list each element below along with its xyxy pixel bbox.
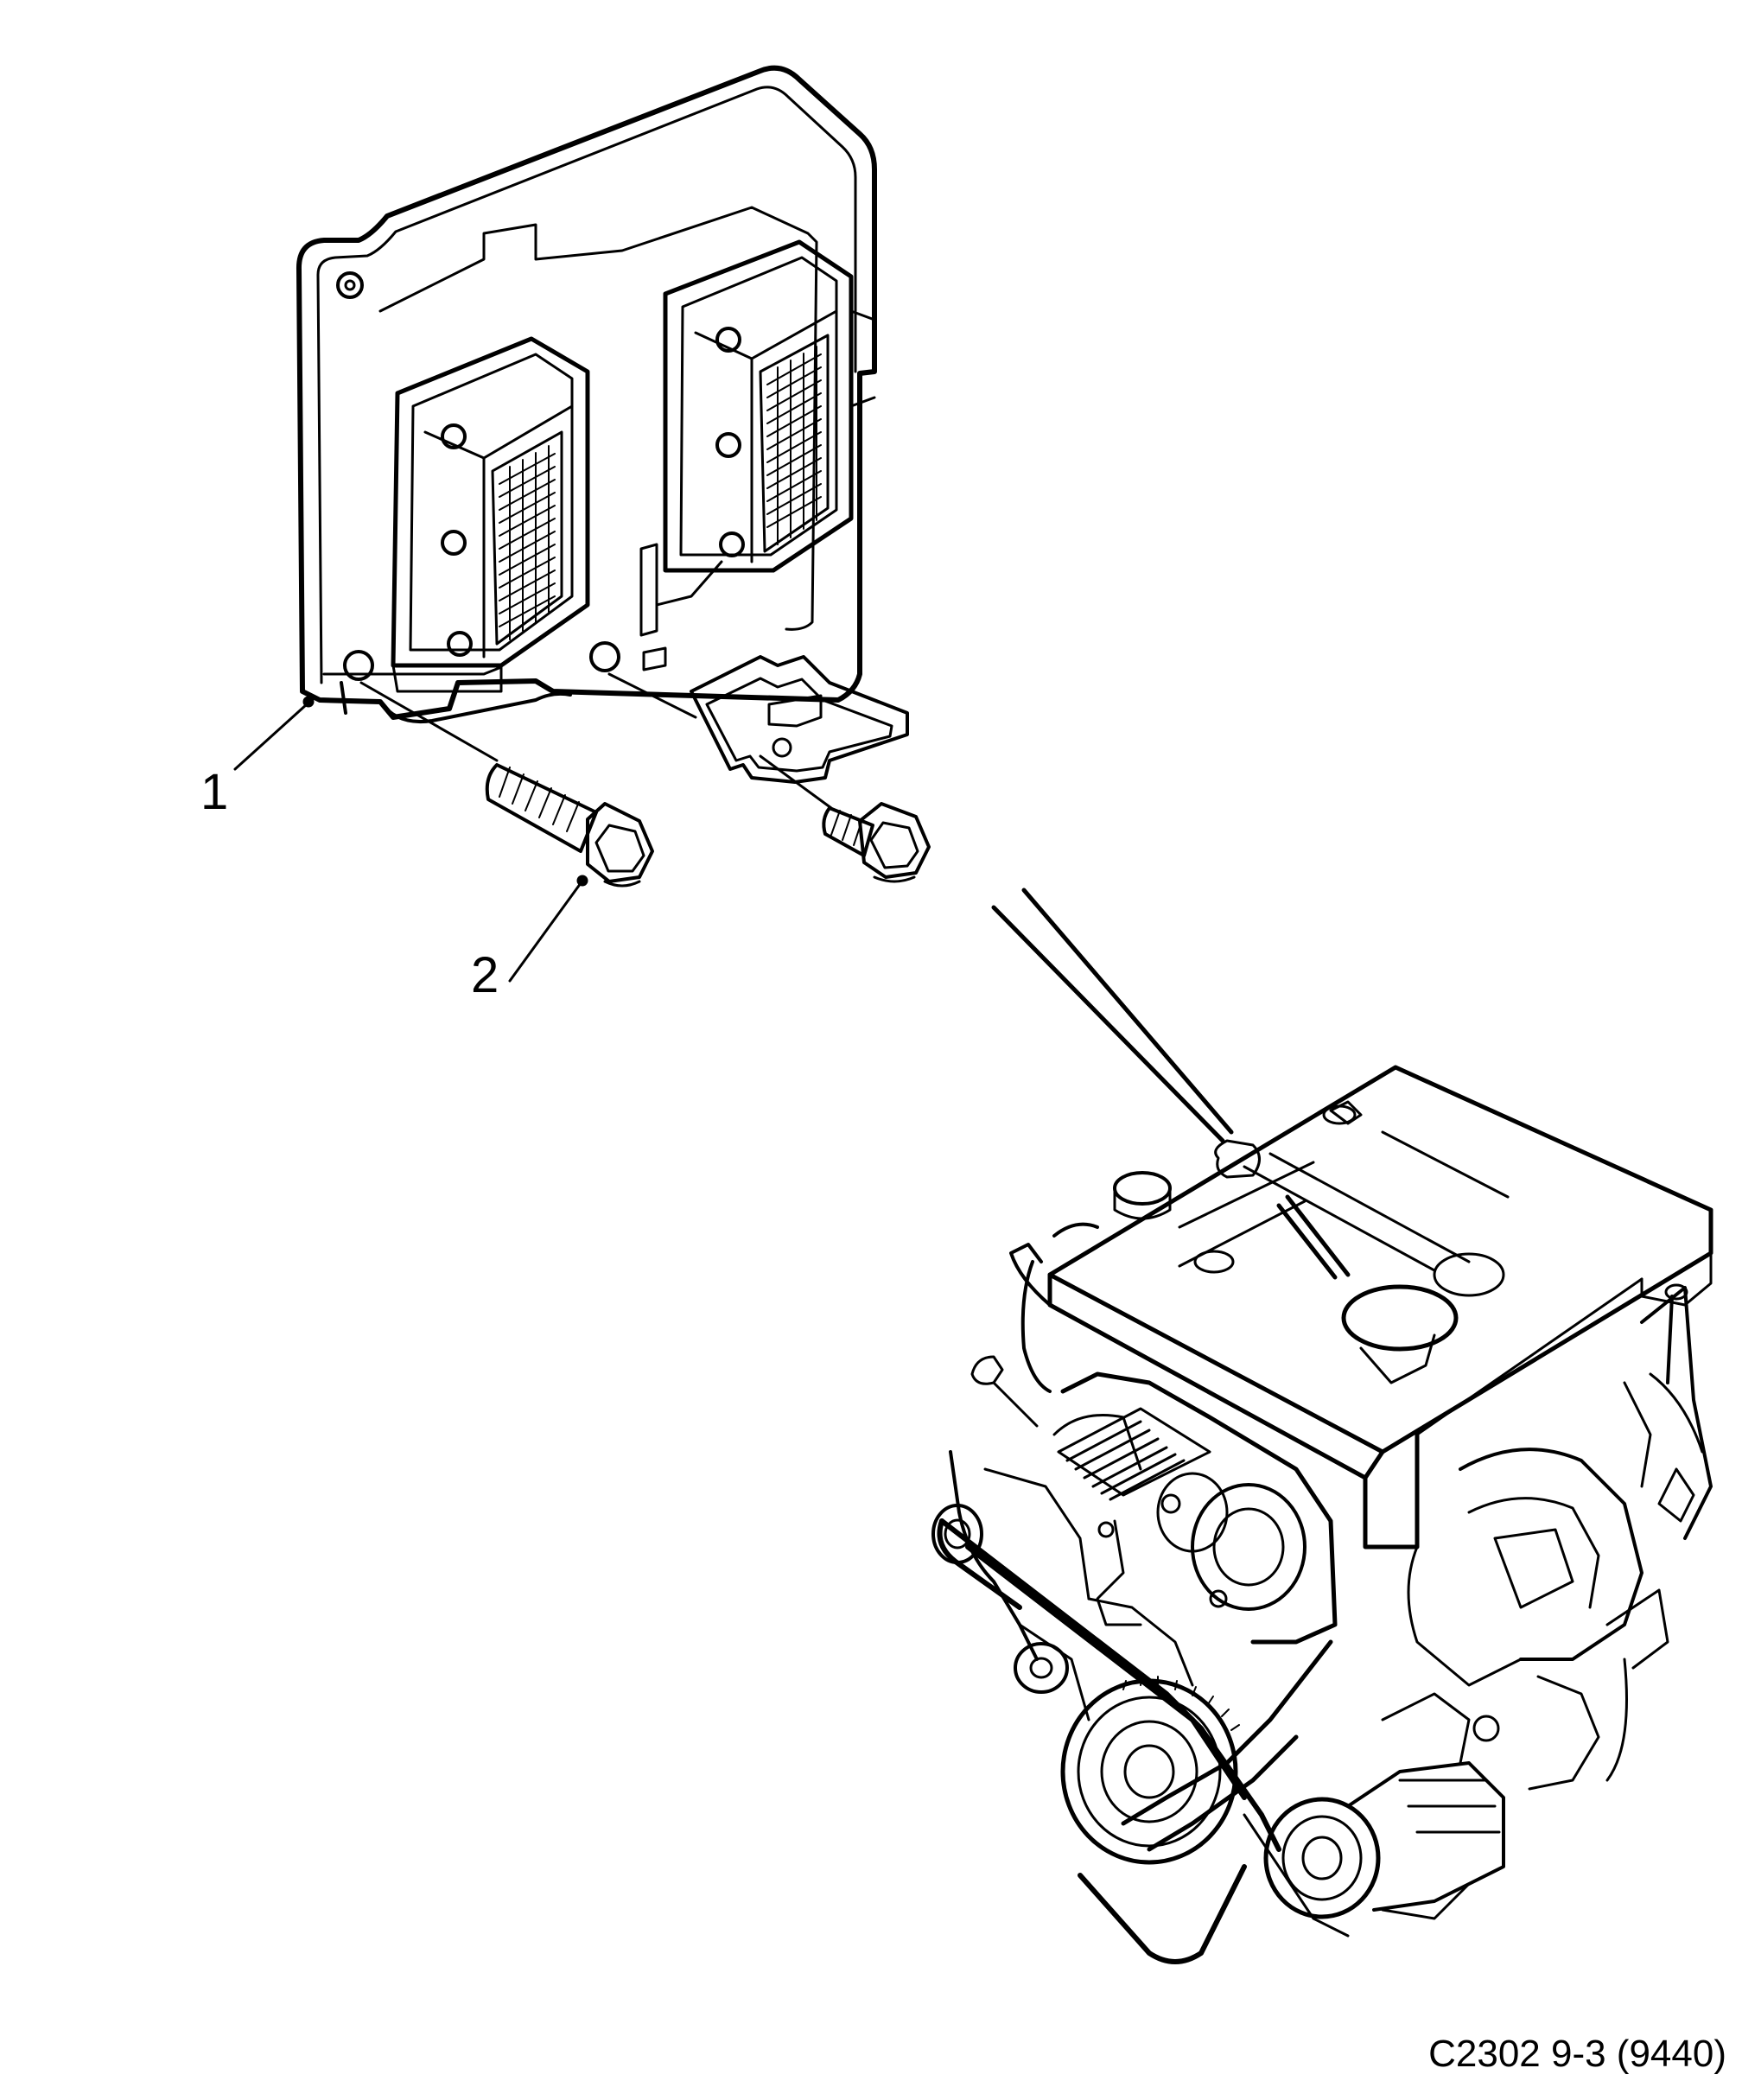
mounting-bolt-long	[485, 763, 654, 888]
location-pointer-lines	[991, 888, 1351, 1280]
crankshaft-pulley	[1060, 1676, 1240, 1865]
compressor-pulley	[1263, 1797, 1381, 1919]
engine-assembly	[931, 1065, 1713, 1964]
figure-caption: C2302 9-3 (9440)	[1428, 2033, 1726, 2075]
callout-number-2: 2	[471, 947, 499, 1003]
ecu-module	[296, 65, 877, 723]
accessory-belt	[937, 1518, 1333, 1964]
right-connector	[663, 239, 876, 573]
mounting-bolt-short	[822, 802, 931, 883]
assembly-guide-lines	[359, 672, 833, 810]
mounting-bracket	[690, 655, 909, 784]
callout-number-1: 1	[200, 764, 229, 820]
left-connector	[391, 336, 590, 693]
callout-leader-lines	[233, 696, 588, 983]
